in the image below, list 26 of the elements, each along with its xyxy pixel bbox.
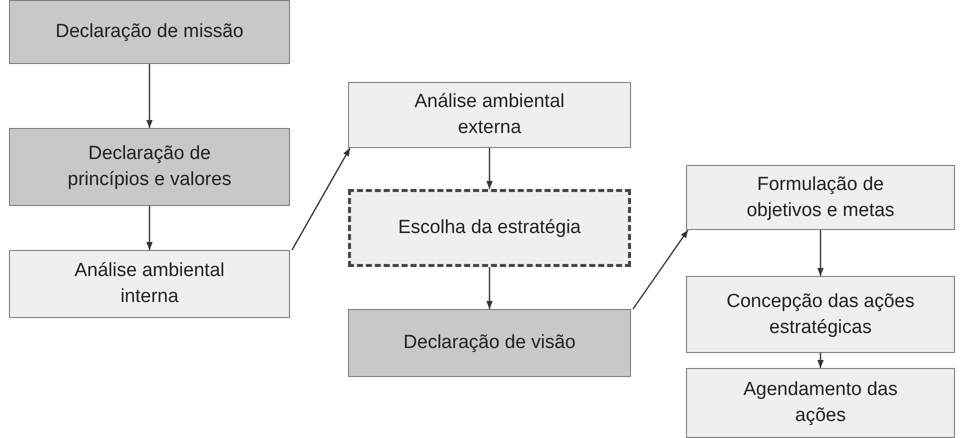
process-box: [9, 250, 290, 318]
process-box: [348, 309, 631, 377]
arrow: [146, 206, 153, 250]
arrow: [817, 353, 824, 368]
decision-box: [348, 189, 631, 267]
arrow: [146, 64, 153, 128]
box-label: Concepção das ações estratégicas: [725, 290, 916, 340]
process-box: [686, 276, 955, 353]
box-label: Formulação de objetivos e metas: [746, 172, 896, 222]
box-label: Agendamento das ações: [742, 378, 899, 428]
box-label: Análise ambiental externa: [414, 90, 566, 140]
process-box: [348, 82, 631, 148]
box-label: Análise ambiental interna: [74, 259, 226, 309]
box-label: Escolha da estratégia: [397, 216, 582, 240]
arrow: [632, 230, 689, 310]
process-box: [9, 0, 290, 64]
process-box: [686, 368, 955, 438]
box-label: Declaração de princípios e valores: [66, 142, 232, 192]
box-label: Declaração de missão: [54, 20, 244, 44]
arrow: [291, 148, 351, 250]
arrow: [486, 148, 493, 189]
arrow: [486, 267, 493, 309]
process-box: [686, 165, 955, 230]
box-label: Declaração de visão: [402, 331, 577, 356]
process-box: [9, 128, 290, 206]
arrow: [817, 230, 824, 276]
